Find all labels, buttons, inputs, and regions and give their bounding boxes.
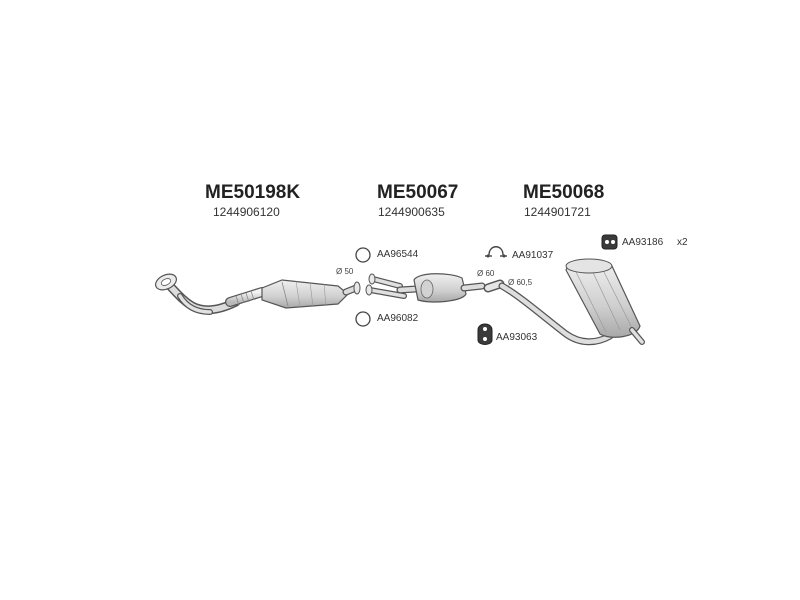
oem-number-middle: 1244900635 (378, 205, 445, 219)
assembly-code-front: ME50198K (205, 182, 301, 203)
rubber-mount-icon (601, 234, 618, 250)
oem-number-rear: 1244901721 (524, 205, 591, 219)
gasket-ring-icon (355, 311, 371, 327)
oem-number-front: 1244906120 (213, 205, 280, 219)
front-pipe-catalyst (155, 273, 361, 315)
diameter-label-60: Ø 60 (477, 269, 495, 278)
part-label-aa96544: AA96544 (377, 249, 419, 260)
part-label-aa93186: AA93186 (622, 237, 664, 248)
gasket-ring-icon (355, 247, 371, 263)
rear-silencer (483, 258, 645, 346)
part-label-aa96082: AA96082 (377, 313, 419, 324)
assembly-code-middle: ME50067 (377, 182, 459, 203)
part-quantity-aa93186: x2 (677, 237, 688, 248)
assembly-code-rear: ME50068 (523, 182, 605, 203)
part-label-aa91037: AA91037 (512, 250, 554, 261)
rubber-mount-icon (477, 323, 493, 345)
diameter-label-50: Ø 50 (336, 267, 354, 276)
centre-silencer (365, 273, 486, 303)
part-label-aa93063: AA93063 (496, 332, 538, 343)
diameter-label-60-5: Ø 60,5 (508, 278, 533, 287)
clamp-icon (485, 246, 507, 258)
